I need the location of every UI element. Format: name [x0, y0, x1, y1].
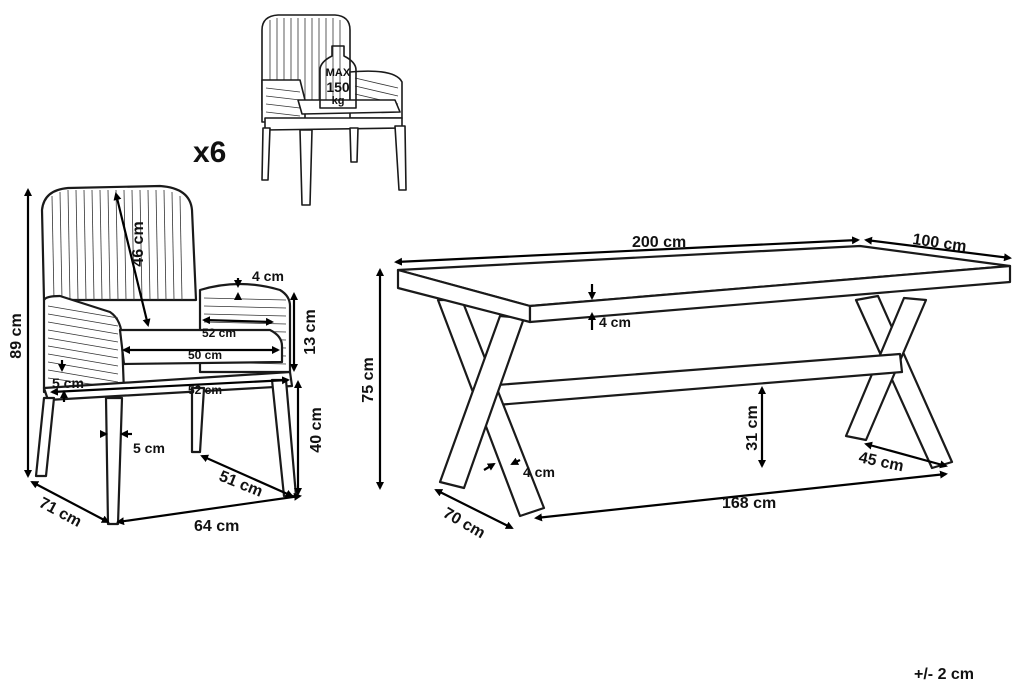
chair-depth-label: 71 cm: [36, 495, 84, 531]
quantity-label: x6: [193, 136, 226, 169]
stretcher-height-label: 31 cm: [744, 405, 761, 450]
table-length-label: 200 cm: [632, 234, 686, 251]
chair-back-height-label: 46 cm: [130, 221, 147, 266]
table-width-label: 100 cm: [911, 231, 967, 255]
tabletop-thickness-label: 4 cm: [599, 314, 631, 330]
weight-unit: kg: [332, 95, 345, 107]
table-illustration: [396, 244, 1012, 518]
chair-dimension-lines: [24, 188, 302, 526]
armrest-height-label: 13 cm: [302, 309, 319, 354]
chair-width-label: 64 cm: [194, 518, 239, 535]
leg-thickness-label: 5 cm: [133, 440, 165, 456]
seat-height-label: 40 cm: [308, 407, 325, 452]
arm-depth-label: 52 cm: [202, 326, 236, 340]
tolerance-note: +/- 2 cm: [914, 666, 974, 683]
chair-height-label: 89 cm: [8, 313, 25, 358]
base-width-label: 70 cm: [440, 505, 488, 542]
base-length-label: 168 cm: [722, 495, 776, 512]
chair-illustration: [34, 184, 298, 526]
max-label: MAX: [326, 67, 351, 79]
armrest-width-label: 4 cm: [252, 268, 284, 284]
leg-width-label: 5 cm: [52, 375, 84, 391]
seat-width-label: 50 cm: [188, 348, 222, 362]
seat-frame-width-label: 52 cm: [188, 383, 222, 397]
max-weight-value: 150: [326, 79, 350, 95]
table-leg-thickness-label: 4 cm: [523, 464, 555, 480]
table-dimension-lines: [376, 236, 1012, 529]
small-chair-illustration: MAX 150 kg: [261, 14, 407, 206]
table-height-label: 75 cm: [360, 357, 377, 402]
